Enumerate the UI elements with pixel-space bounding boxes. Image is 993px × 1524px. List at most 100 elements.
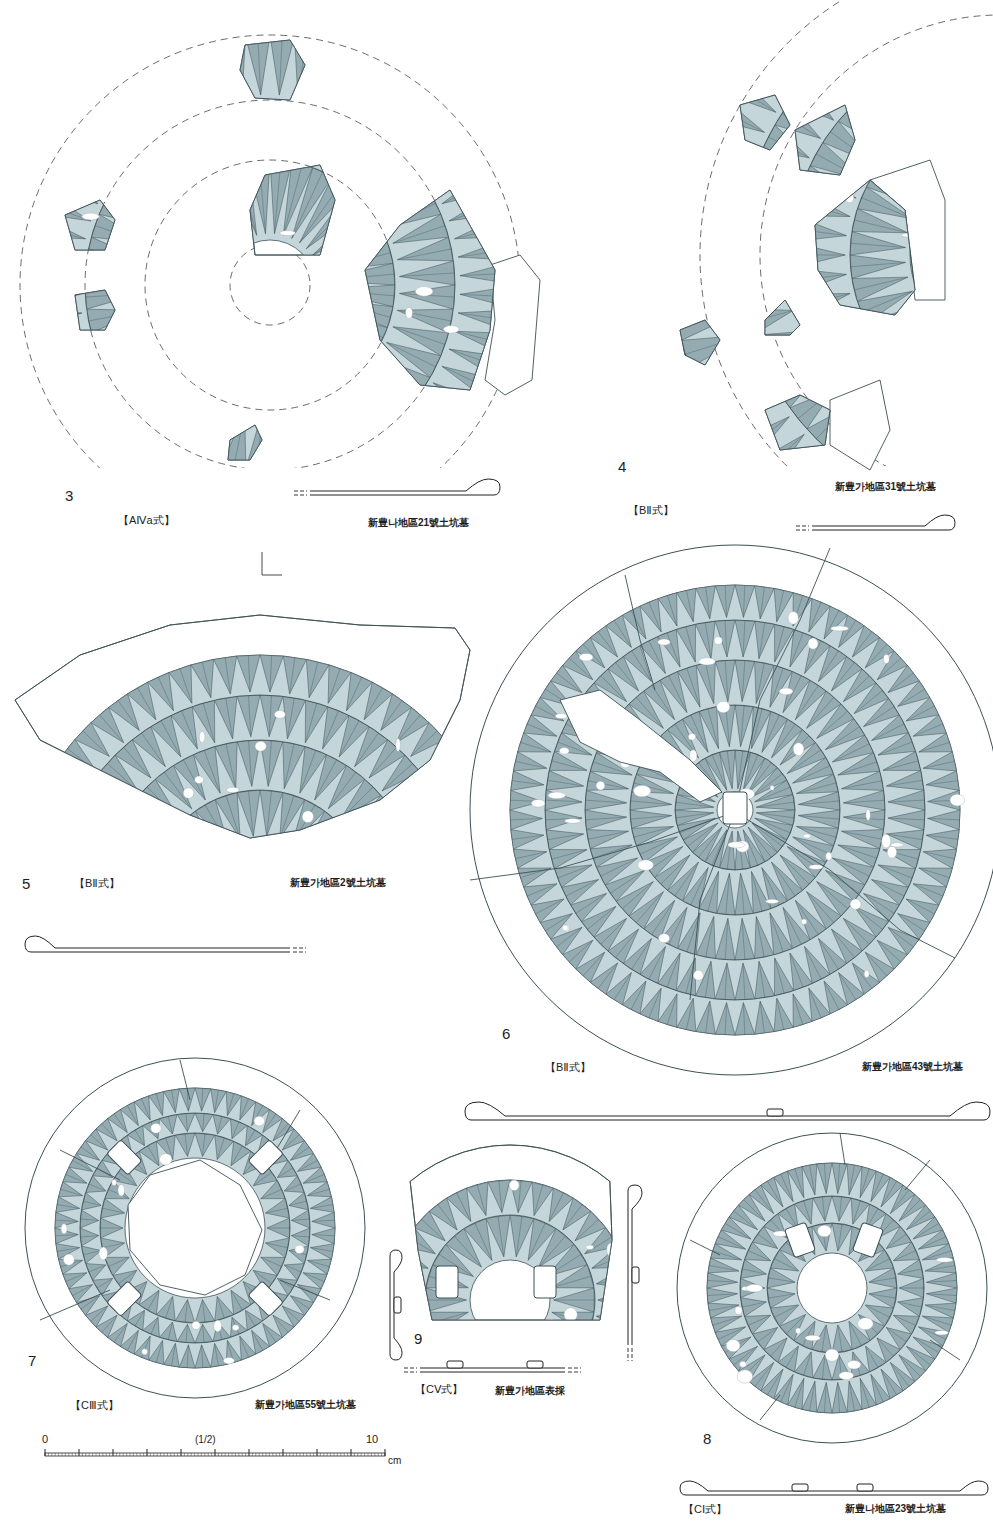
corrosion-spot xyxy=(189,509,203,518)
hatch-line xyxy=(755,818,791,833)
hatch-line xyxy=(585,1346,612,1363)
hatch-line xyxy=(596,1278,628,1284)
corrosion-spot xyxy=(559,748,569,755)
fragment-outline xyxy=(65,200,115,250)
sawtooth xyxy=(948,47,974,103)
sawtooth xyxy=(208,168,249,239)
hatch-line xyxy=(886,158,928,194)
hatch-line xyxy=(135,1310,145,1326)
sawtooth xyxy=(294,412,318,468)
reconstruction-lines xyxy=(20,35,520,468)
hatch-line xyxy=(901,0,920,2)
sawtooth xyxy=(677,588,696,621)
sawtooth xyxy=(426,1312,468,1335)
hatch-line xyxy=(547,1324,582,1346)
hatch-line xyxy=(89,249,143,260)
hatch-line xyxy=(598,963,618,989)
hatch-line xyxy=(686,998,693,1029)
hatch-line xyxy=(725,918,728,959)
hatch-line xyxy=(57,1248,80,1252)
sawtooth xyxy=(770,913,792,955)
sawtooth xyxy=(382,1009,420,1045)
hatch-line xyxy=(421,927,462,934)
hatch-line xyxy=(777,12,821,59)
hatch-line xyxy=(277,1278,293,1288)
hatch-line xyxy=(183,760,205,800)
hatch-line xyxy=(156,1093,162,1115)
sawtooth xyxy=(175,1300,195,1323)
sawtooth xyxy=(423,126,478,171)
fragment-outline xyxy=(740,95,790,150)
sawtooth xyxy=(790,268,846,294)
hatch-line xyxy=(911,65,935,115)
hatch-line xyxy=(610,870,644,893)
sawtooth xyxy=(395,1332,429,1354)
hatch-line xyxy=(725,963,727,1000)
hatch-line xyxy=(848,0,878,19)
hatch-line xyxy=(274,160,280,233)
hatch-line xyxy=(928,818,960,819)
corrosion-spot xyxy=(82,213,99,220)
hatch-line xyxy=(393,226,445,244)
sawtooth xyxy=(877,386,917,439)
sawtooth xyxy=(240,1336,256,1360)
sawtooth xyxy=(280,961,305,1008)
hatch-line xyxy=(988,105,992,160)
hatch-line xyxy=(163,457,189,511)
hatch-line xyxy=(383,438,419,486)
sawtooth xyxy=(741,201,788,228)
hatch-line xyxy=(743,214,788,221)
mirror-pattern xyxy=(390,1180,630,1420)
hatch-line xyxy=(598,631,618,657)
sawtooth xyxy=(775,958,794,996)
sawtooth xyxy=(383,438,428,493)
corrosion-spot xyxy=(288,506,299,512)
sawtooth xyxy=(87,309,143,333)
hatch-line xyxy=(888,800,925,802)
sawtooth xyxy=(794,293,850,319)
sawtooth xyxy=(810,330,864,368)
corrosion-spot xyxy=(531,799,545,807)
hatch-line xyxy=(303,1174,324,1183)
hatch-line xyxy=(135,1130,145,1146)
hatch-line xyxy=(339,1043,359,1079)
corrosion-spot xyxy=(850,899,861,909)
hatch-line xyxy=(687,823,718,847)
hatch-line xyxy=(110,844,153,860)
sawtooth xyxy=(303,1167,327,1183)
hatch-line xyxy=(825,870,859,893)
hatch-line xyxy=(232,1122,239,1139)
sawtooth xyxy=(454,212,515,238)
sawtooth xyxy=(563,651,593,680)
hatch-line xyxy=(312,1235,335,1236)
sawtooth xyxy=(283,335,312,408)
crack-line xyxy=(470,548,955,1000)
pattern-band xyxy=(55,695,465,1105)
knob-profile xyxy=(632,1267,639,1283)
hatch-line xyxy=(171,835,208,862)
sawtooth xyxy=(106,940,153,967)
hatch-line xyxy=(449,349,505,369)
hatch-line xyxy=(411,963,449,979)
hatch-line xyxy=(585,817,626,820)
hatch-line xyxy=(768,137,809,158)
hatch-line xyxy=(259,160,265,233)
hatch-line xyxy=(453,977,487,991)
corrosion-spot xyxy=(659,934,670,943)
fragment-outline xyxy=(228,425,262,460)
sawtooth xyxy=(640,599,661,632)
hatch-line xyxy=(211,110,229,162)
reconstruction-circle xyxy=(700,0,993,466)
hatch-line xyxy=(575,1219,599,1241)
sawtooth xyxy=(411,108,463,157)
mirror-pattern xyxy=(670,0,993,585)
sawtooth xyxy=(396,1057,429,1092)
hatch-line xyxy=(861,198,912,219)
hatch-line xyxy=(569,658,593,680)
hatch-line xyxy=(600,858,637,876)
sawtooth xyxy=(798,792,840,810)
hatch-line xyxy=(148,146,184,188)
hatch-line xyxy=(922,336,951,383)
sawtooth xyxy=(919,868,952,887)
sawtooth xyxy=(56,1197,80,1212)
